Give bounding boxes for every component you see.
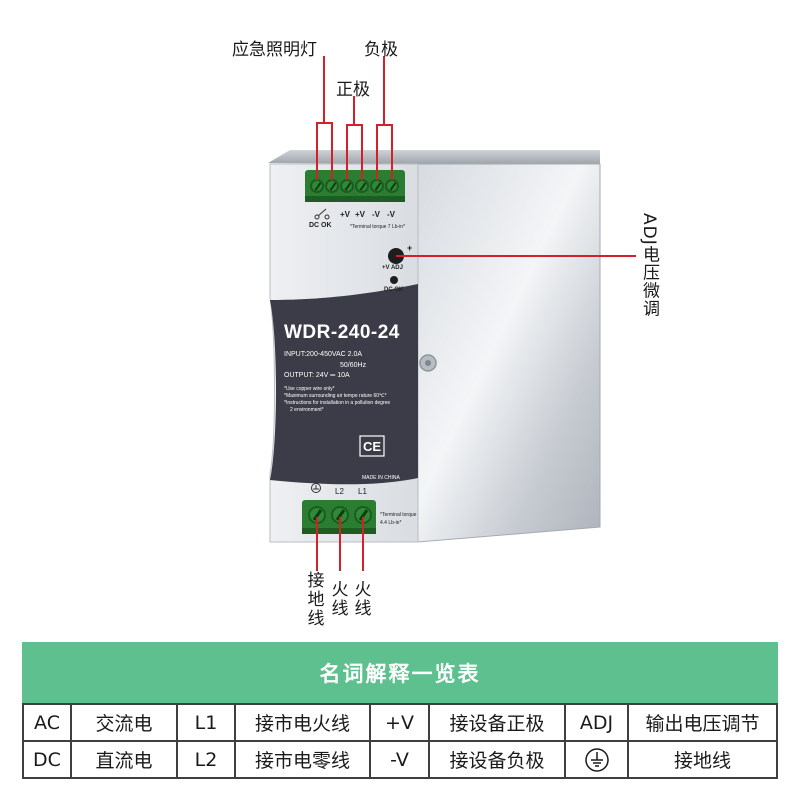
terminal-screw-nv1	[370, 179, 384, 193]
top-label-torque: *Terminal torque 7 Lb-in*	[350, 224, 406, 230]
table-cell: +V	[369, 703, 430, 742]
table-cell: AC	[22, 703, 72, 742]
table-cell: 直流电	[70, 740, 178, 779]
table-cell: 接市电零线	[234, 740, 371, 779]
bottom-label-l2: L2	[335, 487, 344, 496]
table-cell: L2	[176, 740, 236, 779]
table-cell: 接地线	[627, 740, 778, 779]
table-cell: -V	[369, 740, 430, 779]
annotation-positive: 正极	[336, 80, 370, 100]
top-label-nv2: -V	[387, 210, 395, 219]
adj-dc-ok-label: DC OK	[384, 287, 404, 293]
callout-line-l2	[339, 517, 341, 571]
bottom-torque-1: *Terminal torque	[380, 512, 417, 518]
annotation-live-l1: 火线	[354, 580, 372, 619]
terminal-screw-pv1	[340, 179, 354, 193]
annotation-negative: 负极	[364, 40, 398, 60]
bottom-label-l1: L1	[358, 487, 367, 496]
table-cell: L1	[176, 703, 236, 742]
bottom-torque-2: 4.4 Lb-in*	[380, 520, 402, 526]
table-cell: 接设备正极	[428, 703, 566, 742]
terminal-screw-nv2	[385, 179, 399, 193]
spec-output: OUTPUT: 24V ═ 10A	[284, 372, 350, 379]
made-in-china: MADE IN CHINA	[362, 475, 400, 481]
top-label-dc-ok: DC OK	[309, 222, 332, 229]
ground-symbol-icon	[584, 747, 609, 772]
table-cell: 输出电压调节	[627, 703, 778, 742]
device-label-panel	[270, 284, 418, 485]
annotation-ground: 接地线	[307, 571, 325, 629]
housing-top	[268, 150, 600, 164]
callout-line-adj	[396, 255, 636, 257]
callout-line-emergency	[323, 56, 325, 122]
top-label-pv1: +V	[340, 210, 351, 219]
adj-plus-label: +	[407, 243, 413, 253]
table-cell: DC	[22, 740, 72, 779]
top-label-pv2: +V	[355, 210, 366, 219]
callout-line-ground	[316, 517, 318, 571]
housing-side	[417, 163, 601, 543]
table-cell: 接设备负极	[428, 740, 566, 779]
power-supply-illustration	[268, 150, 601, 543]
note-copper-wire: *Use copper wire only*	[284, 386, 335, 392]
table-cell: 交流电	[70, 703, 178, 742]
callout-line-negative	[383, 56, 385, 124]
model-name: WDR-240-24	[284, 322, 400, 343]
note-environment: 2 environment*	[290, 407, 324, 413]
note-max-temp: *Maximum surrounding air tempe rature 60…	[284, 393, 387, 399]
glossary-table: AC 交流电 L1 接市电火线 +V 接设备正极 ADJ 输出电压调节 DC 直…	[22, 703, 778, 779]
callout-line-positive	[353, 96, 355, 124]
dc-ok-led	[390, 276, 398, 284]
terminal-screw-dc-ok-a	[310, 179, 324, 193]
table-cell-ground-symbol	[564, 740, 629, 779]
spec-frequency: 50/60Hz	[340, 362, 367, 369]
annotation-emergency-light: 应急照明灯	[232, 40, 317, 60]
glossary-title: 名词解释一览表	[22, 642, 778, 703]
terminal-screw-pv2	[355, 179, 369, 193]
table-cell: 接市电火线	[234, 703, 371, 742]
note-instructions: *Instructions for installation in a poll…	[284, 400, 391, 406]
top-label-nv1: -V	[372, 210, 380, 219]
spec-input: INPUT:200-450VAC 2.0A	[284, 351, 363, 358]
table-row: DC 直流电 L2 接市电零线 -V 接设备负极 接地线	[22, 740, 778, 779]
annotation-adj-fine-tune: ADJ电压微调	[639, 213, 659, 318]
terminal-screw-dc-ok-b	[325, 179, 339, 193]
adj-label: +V ADJ	[382, 265, 403, 271]
table-row: AC 交流电 L1 接市电火线 +V 接设备正极 ADJ 输出电压调节	[22, 703, 778, 742]
ce-mark: CE	[363, 439, 382, 454]
callout-line-l1	[362, 517, 364, 571]
table-cell: ADJ	[564, 703, 629, 742]
annotation-live-l2: 火线	[331, 580, 349, 619]
